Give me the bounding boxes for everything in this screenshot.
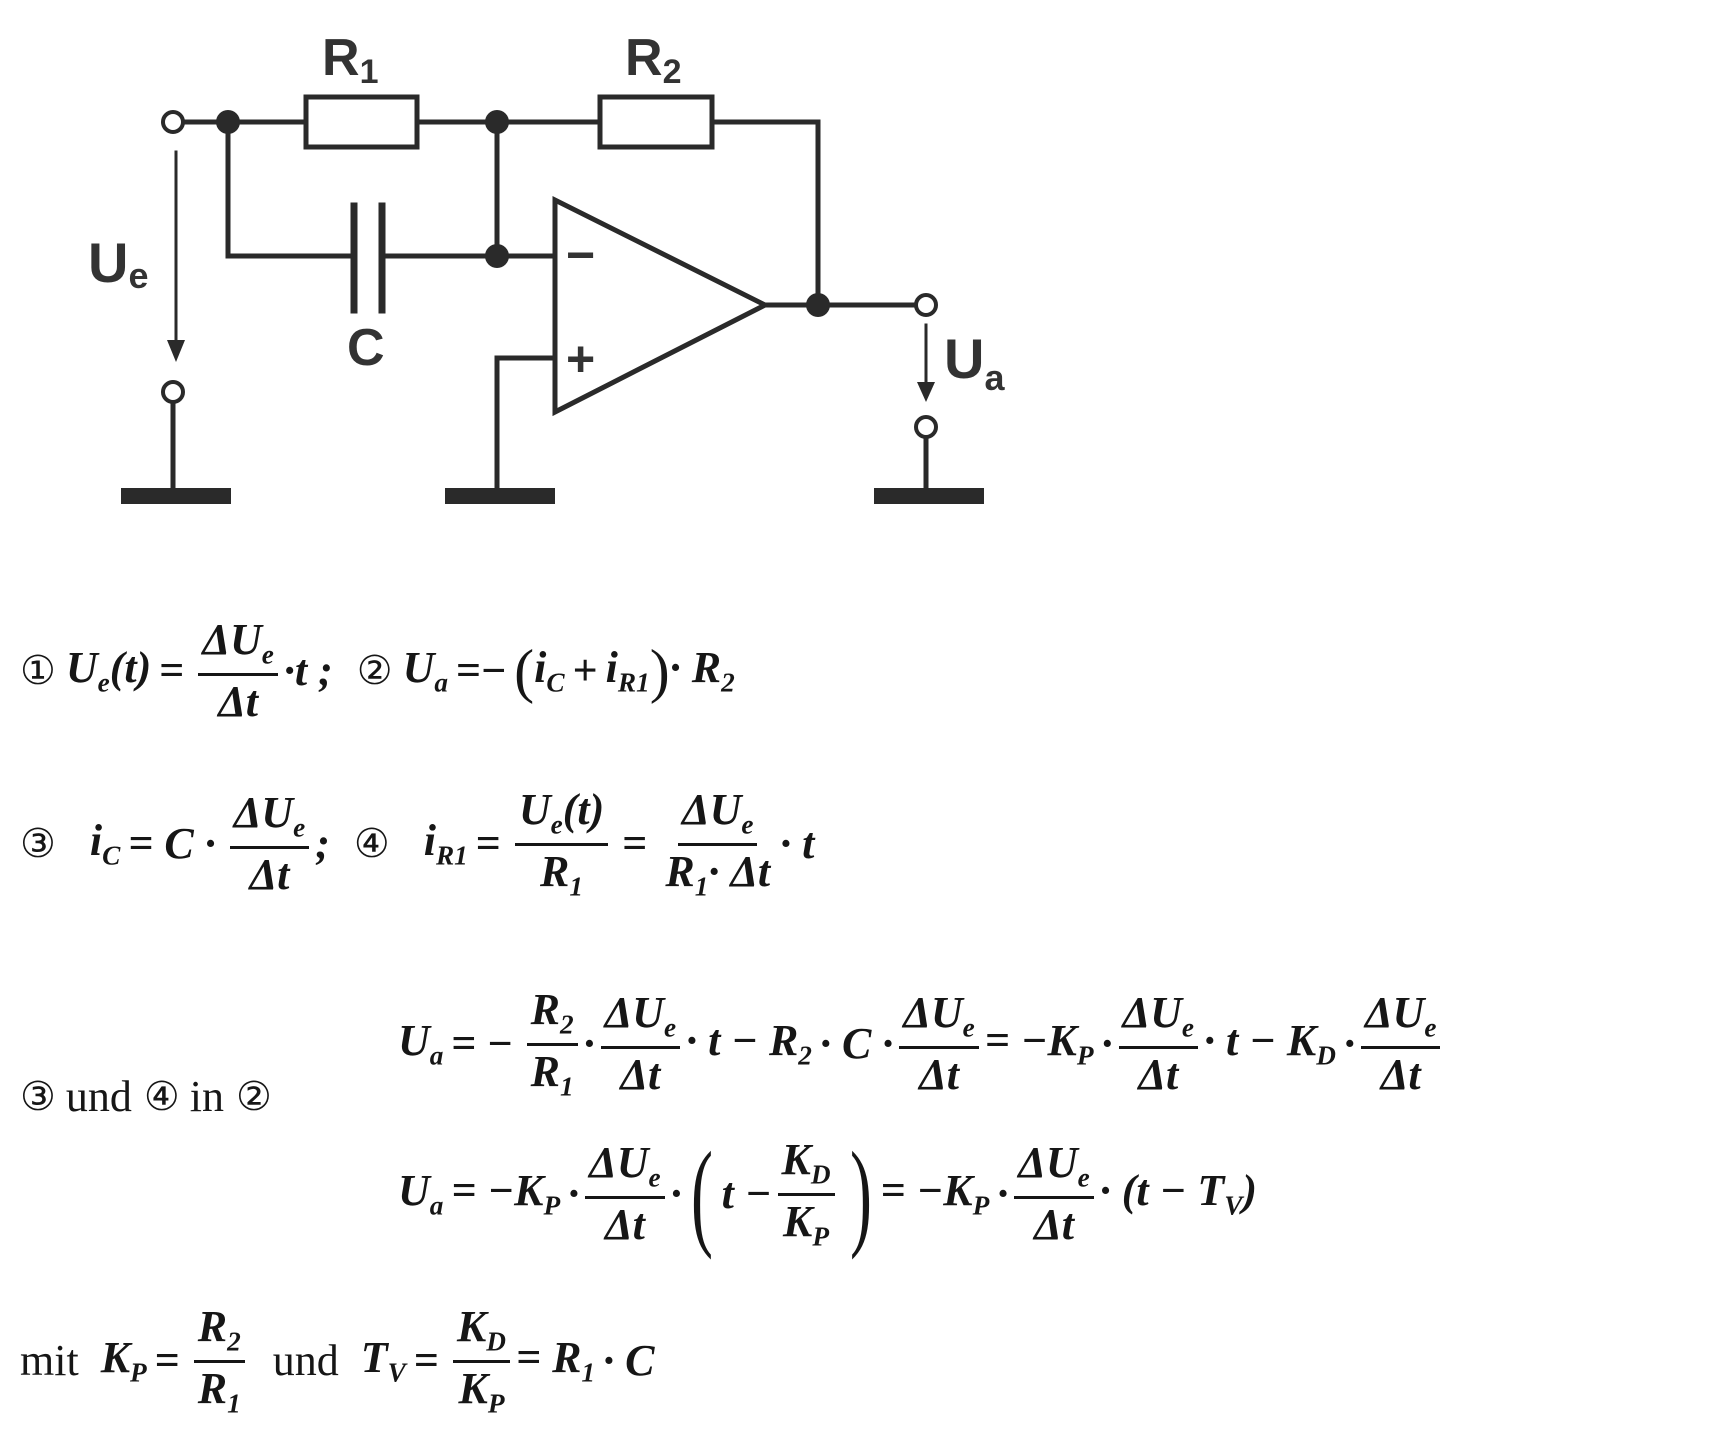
eq6-fraction-3: ΔUe Δt [1014, 1141, 1094, 1247]
eq3-equals: = C · [128, 819, 216, 869]
eq4-fraction-2: ΔUe R1· Δt [665, 785, 771, 902]
eq5-fraction-2: ΔUe Δt [600, 991, 681, 1097]
terminal-input-top [161, 110, 185, 134]
eq2-ic: iC [534, 642, 565, 698]
eq4-fraction-1: Ue(t) R1 [514, 788, 609, 901]
label-plus: + [566, 331, 595, 387]
marker-1: ① [20, 647, 56, 694]
eq1-tail: ·t ; [283, 645, 333, 695]
eq3-fraction: ΔUe Δt [229, 791, 310, 897]
eq1-fraction: ΔUe Δt [198, 618, 278, 724]
node-inverting [485, 244, 509, 268]
eq3-lhs: iC [89, 815, 121, 871]
insert-in: in [189, 1072, 224, 1121]
marker-2: ② [356, 647, 393, 694]
eq5-fraction-4: ΔUe Δt [1118, 991, 1199, 1097]
insert-und: und [65, 1072, 132, 1121]
insert-label: ③ und ④ in ② [20, 1072, 272, 1121]
op-amp [552, 195, 771, 417]
node-output [806, 293, 830, 317]
equation-row-3a: Ua = − R2 R1 · ΔUe Δt · t − R2 · C · ΔUe… [398, 988, 1446, 1101]
terminal-input-bottom [161, 380, 185, 404]
label-r2: R2 [625, 29, 681, 91]
eq2-lhs: Ua [402, 642, 449, 698]
marker-3: ③ [20, 821, 56, 868]
label-c: C [347, 319, 385, 377]
arrow-ua-head [917, 382, 935, 402]
label-ua: Ua [944, 327, 1005, 398]
eq5-fraction-3: ΔUe Δt [899, 991, 979, 1097]
eq5-fraction-1: R2 R1 [526, 988, 578, 1101]
eq6-fraction-2: KD KP [777, 1138, 835, 1251]
terminal-output-bottom [914, 415, 938, 439]
resistor-r1 [303, 94, 420, 150]
eq2-tail: · R2 [669, 642, 735, 698]
text-und: und [272, 1336, 339, 1386]
node-input [216, 110, 240, 134]
label-minus: − [566, 227, 595, 283]
text-mit: mit [20, 1336, 79, 1386]
ground-input [121, 488, 231, 504]
node-r1-r2 [485, 110, 509, 134]
marker-4: ④ [353, 821, 390, 868]
label-r1: R1 [322, 29, 378, 91]
equation-row-3b: Ua = −KP · ΔUe Δt · ( t − KD KP ) = −KP … [398, 1127, 1258, 1261]
label-ue: Ue [88, 231, 148, 296]
eq2-ir1: iR1 [605, 642, 650, 698]
ground-output [874, 488, 984, 504]
terminal-output-top [914, 293, 938, 317]
eq4-lhs: iR1 [423, 815, 468, 871]
pd-controller-circuit: R1 R2 C Ue Ua − + [88, 29, 1005, 504]
eq7-fraction-2: KD KP [452, 1305, 510, 1418]
eq7-fraction-1: R2 R1 [193, 1305, 245, 1418]
equation-row-1: ① Ue(t) = ΔUe Δt ·t ; ② Ua =− ( iC + iR1… [20, 615, 735, 726]
arrow-ue-head [167, 340, 185, 362]
ground-opamp [445, 488, 555, 504]
eq2-equals: =− [456, 645, 507, 695]
equation-row-2: ③ iC = C · ΔUe Δt ; ④ iR1 = Ue(t) R1 = Δ… [20, 785, 815, 902]
resistor-r2 [597, 94, 715, 150]
eq5-fraction-5: ΔUe Δt [1360, 991, 1441, 1097]
equation-row-4: mit KP = R2 R1 und TV = KD KP = R1 · C [20, 1302, 655, 1419]
eq1-lhs: Ue(t) [65, 642, 152, 698]
eq1-equals: = [159, 645, 185, 695]
eq6-fraction-1: ΔUe Δt [585, 1141, 665, 1247]
